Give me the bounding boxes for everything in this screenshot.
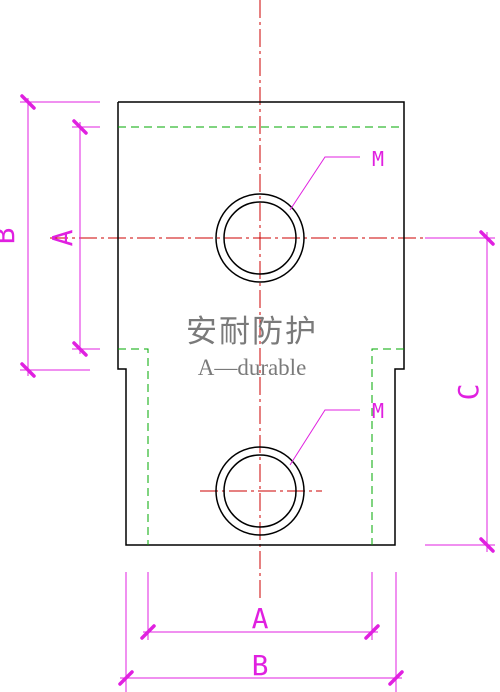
bottom-hole-outer bbox=[215, 446, 305, 536]
dim-label-bottom-outer: B bbox=[252, 649, 269, 682]
hidden-right-slot bbox=[371, 348, 404, 545]
hole-label-bottom: M bbox=[372, 399, 384, 423]
hidden-lines bbox=[118, 126, 404, 545]
dim-label-left-inner: A bbox=[46, 229, 79, 246]
centerlines bbox=[50, 0, 495, 600]
watermark: 安耐防护 A—durable bbox=[186, 314, 318, 380]
top-hole-inner bbox=[223, 201, 297, 275]
top-hole-outer bbox=[215, 193, 305, 283]
watermark-english: A—durable bbox=[198, 355, 307, 380]
dimension-ticks bbox=[20, 94, 495, 686]
hidden-left-slot bbox=[118, 348, 149, 545]
watermark-chinese: 安耐防护 bbox=[186, 314, 318, 350]
dimension-lines bbox=[20, 98, 495, 692]
bottom-hole-inner bbox=[223, 454, 297, 528]
dim-label-left-outer: B bbox=[0, 228, 21, 245]
part-outline bbox=[117, 101, 405, 546]
hole-label-top: M bbox=[372, 147, 384, 171]
dim-label-bottom-inner: A bbox=[252, 602, 269, 635]
body-outline bbox=[117, 101, 405, 546]
dim-label-right: C bbox=[452, 384, 485, 401]
